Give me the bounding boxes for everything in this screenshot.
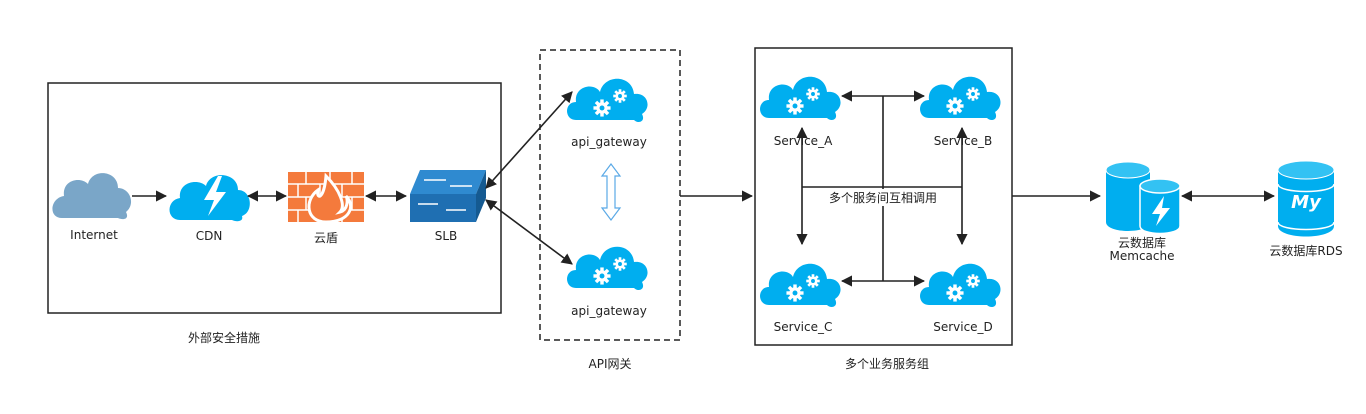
gear-cloud-icon <box>920 77 1001 120</box>
gear-cloud-icon <box>920 264 1001 307</box>
database-lightning-icon <box>1105 161 1181 235</box>
api-gateway-box <box>539 49 681 341</box>
connector-slb-gateway2 <box>485 199 573 265</box>
gear-cloud-icon <box>760 77 841 120</box>
firewall-icon <box>288 172 364 224</box>
service-b-label: Service_B <box>933 134 993 148</box>
cloud-icon <box>52 173 132 220</box>
api-gateway-group-label: API网关 <box>588 357 632 371</box>
external-security-label: 外部安全措施 <box>187 331 261 345</box>
switch-icon <box>410 170 486 222</box>
service-interop-annotation: 多个服务间互相调用 <box>826 189 940 206</box>
external-security-box <box>47 82 502 314</box>
gear-cloud-icon <box>567 79 648 122</box>
svg-text:My: My <box>1291 192 1322 213</box>
firewall-label: 云盾 <box>313 231 339 245</box>
internet-label: Internet <box>70 228 118 242</box>
service-a-label: Service_A <box>773 134 833 148</box>
gear-cloud-icon <box>760 264 841 307</box>
service-d-label: Service_D <box>933 320 993 334</box>
service-group-label: 多个业务服务组 <box>844 357 930 371</box>
gateway-sync-arrow <box>600 163 622 221</box>
memcache-label-line2: Memcache <box>1109 249 1175 263</box>
memcache-label-line1: 云数据库 <box>1117 236 1167 250</box>
service-c-label: Service_C <box>773 320 833 334</box>
api-gateway-2-label: api_gateway <box>571 304 647 318</box>
api-gateway-1-label: api_gateway <box>571 135 647 149</box>
cdn-lightning-cloud-icon <box>169 175 250 222</box>
cdn-label: CDN <box>195 229 223 243</box>
mysql-database-icon: My <box>1277 160 1335 237</box>
connector-slb-gateway1 <box>485 91 573 189</box>
gear-cloud-icon <box>567 247 648 290</box>
slb-label: SLB <box>434 229 458 243</box>
rds-label: 云数据库RDS <box>1269 244 1343 258</box>
